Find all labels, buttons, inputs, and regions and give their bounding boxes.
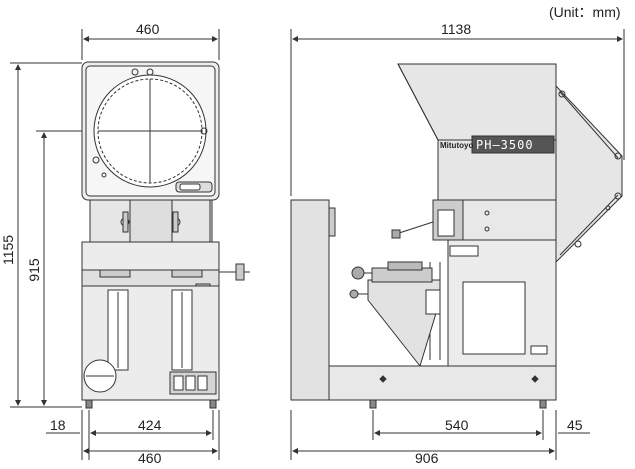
front-top-width-label: 460 bbox=[136, 21, 160, 37]
front-view bbox=[10, 29, 250, 460]
front-foot-offset-label: 18 bbox=[50, 417, 66, 433]
side-foot-span-label: 540 bbox=[445, 417, 469, 433]
front-total-height-label: 1155 bbox=[0, 235, 16, 265]
side-view bbox=[290, 29, 625, 460]
unit-label: (Unit：mm) bbox=[549, 4, 621, 20]
side-base-depth-label: 906 bbox=[415, 450, 439, 466]
side-foot-offset-label: 45 bbox=[567, 417, 583, 433]
front-bottom-width-label: 460 bbox=[138, 450, 162, 466]
front-foot-span-label: 424 bbox=[138, 417, 162, 433]
front-stage-height-label: 915 bbox=[26, 258, 42, 282]
side-total-depth-label: 1138 bbox=[441, 21, 471, 37]
side-brand-label: Mitutoyo bbox=[440, 141, 473, 150]
side-model-label: PH—3500 bbox=[476, 138, 534, 152]
